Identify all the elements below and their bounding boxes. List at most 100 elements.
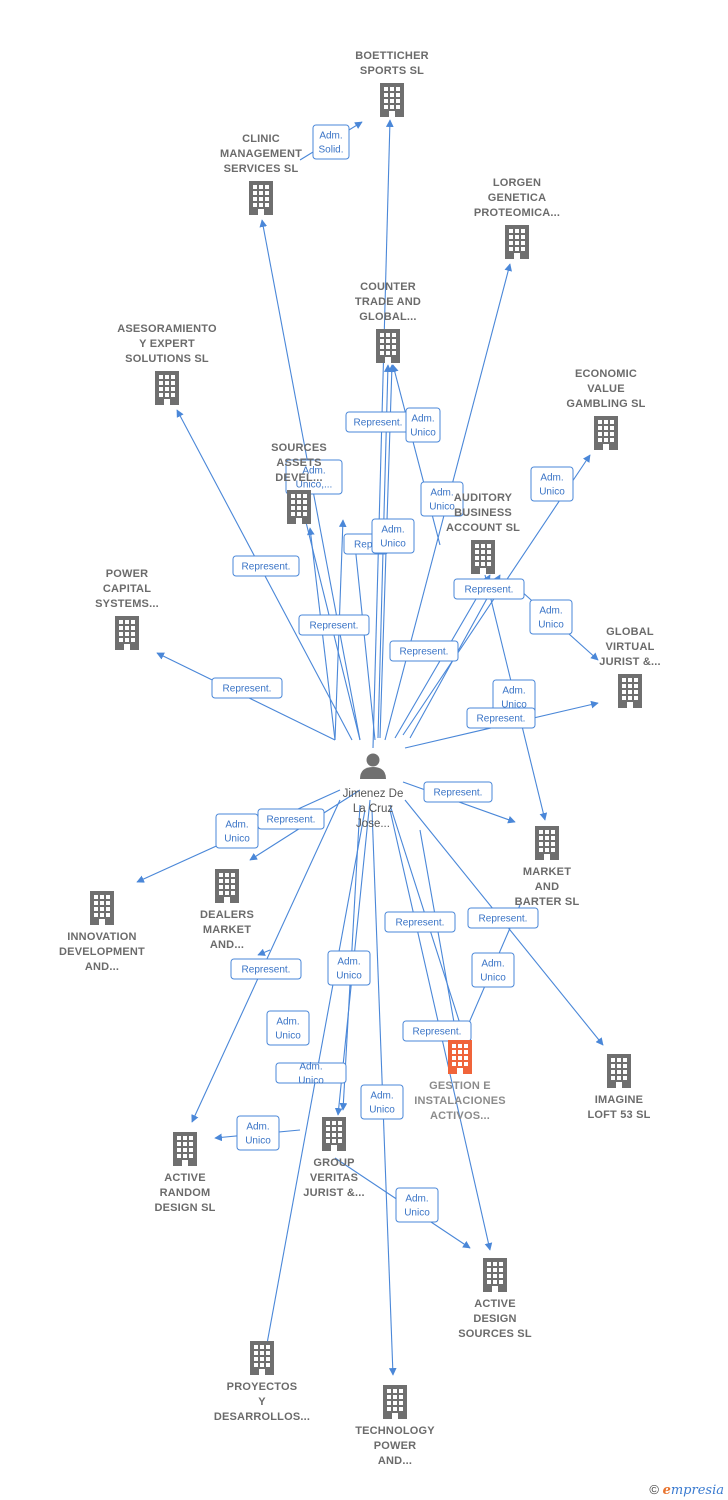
role-label: Unico bbox=[429, 502, 455, 513]
role-badge[interactable]: Represent. bbox=[423, 781, 493, 803]
role-label: Represent. bbox=[223, 684, 272, 695]
role-badge[interactable]: Represent. bbox=[230, 958, 302, 980]
company-node-power[interactable]: POWERCAPITALSYSTEMS... bbox=[95, 568, 159, 650]
role-badge[interactable]: Adm.Unico,... bbox=[285, 459, 343, 495]
role-label: Adm. bbox=[539, 606, 562, 617]
role-badge[interactable]: Represent. bbox=[298, 614, 370, 636]
role-badge[interactable]: Adm.Unico bbox=[371, 518, 415, 554]
role-label: Represent. bbox=[396, 918, 445, 929]
company-label: AUDITORY bbox=[454, 492, 513, 504]
company-label: ACCOUNT SL bbox=[446, 522, 520, 534]
role-label: Unico bbox=[298, 1076, 324, 1087]
company-label: DEALERS bbox=[200, 909, 254, 921]
building-icon bbox=[173, 1132, 197, 1166]
role-badge[interactable]: Adm.Unico bbox=[275, 1062, 347, 1087]
role-badge[interactable]: Represent. bbox=[345, 411, 411, 433]
role-badge[interactable]: Represent. bbox=[257, 808, 325, 830]
building-icon bbox=[607, 1054, 631, 1088]
company-label: VIRTUAL bbox=[605, 641, 654, 653]
company-node-technology[interactable]: TECHNOLOGYPOWERAND... bbox=[355, 1385, 435, 1467]
nodes-layer: BOETTICHER SPORTS SL CLINICMANAGEMENTSERVI… bbox=[59, 50, 661, 1467]
company-node-sources[interactable]: SOURCESASSETSDEVEL... bbox=[271, 442, 327, 524]
building-icon bbox=[115, 616, 139, 650]
building-icon bbox=[249, 181, 273, 215]
role-box bbox=[327, 950, 371, 986]
role-badge[interactable]: Adm.Solid. bbox=[312, 124, 350, 160]
building-icon bbox=[155, 371, 179, 405]
role-badge[interactable]: Adm.Unico bbox=[405, 407, 441, 443]
company-label: RANDOM bbox=[160, 1187, 211, 1199]
role-badge[interactable]: Represent. bbox=[453, 578, 525, 600]
building-icon bbox=[594, 416, 618, 450]
role-badge[interactable]: Adm.Unico bbox=[215, 813, 259, 849]
role-box bbox=[360, 1084, 404, 1120]
company-node-innovation[interactable]: INNOVATIONDEVELOPMENTAND... bbox=[59, 891, 145, 973]
company-node-proyectos[interactable]: PROYECTOSYDESARROLLOS... bbox=[214, 1341, 310, 1423]
company-label: PROTEOMICA... bbox=[474, 207, 560, 219]
building-icon bbox=[322, 1117, 346, 1151]
role-badge[interactable]: Adm.Unico bbox=[236, 1115, 280, 1151]
copyright-symbol: © bbox=[649, 1482, 659, 1497]
role-badge[interactable]: Represent. bbox=[389, 640, 459, 662]
role-badge[interactable]: Adm.Unico bbox=[266, 1010, 310, 1046]
role-badge[interactable]: Represent. bbox=[402, 1020, 472, 1042]
company-label: BOETTICHER bbox=[355, 50, 429, 62]
role-box bbox=[230, 958, 302, 980]
company-label: TRADE AND bbox=[355, 296, 421, 308]
role-badge[interactable]: Adm.Unico bbox=[530, 466, 574, 502]
building-icon bbox=[383, 1385, 407, 1419]
company-node-gestion[interactable]: GESTION EINSTALACIONESACTIVOS... bbox=[414, 1040, 506, 1122]
role-badge[interactable]: Adm.Unico bbox=[471, 952, 515, 988]
company-label: MARKET bbox=[203, 924, 251, 936]
role-badge[interactable]: Adm.Unico bbox=[327, 950, 371, 986]
role-badge[interactable]: Represent. bbox=[211, 677, 283, 699]
company-label: IMAGINE bbox=[595, 1094, 643, 1106]
role-badge[interactable]: Adm.Unico bbox=[395, 1187, 439, 1223]
company-label: ASESORAMIENTO bbox=[117, 323, 217, 335]
company-label: ACTIVOS... bbox=[430, 1110, 490, 1122]
role-box bbox=[285, 459, 343, 495]
role-badge[interactable]: Adm.Unico bbox=[420, 481, 464, 517]
role-badge[interactable]: Represent. bbox=[232, 555, 300, 577]
company-node-boetticher[interactable]: BOETTICHER SPORTS SL bbox=[355, 50, 429, 117]
empresia-logo[interactable]: empresia bbox=[662, 1483, 724, 1498]
company-label: INSTALACIONES bbox=[414, 1095, 506, 1107]
role-label: Unico bbox=[539, 487, 565, 498]
company-label: COUNTER bbox=[360, 281, 416, 293]
role-box bbox=[298, 614, 370, 636]
role-badge[interactable]: Adm.Unico bbox=[529, 599, 573, 635]
building-icon bbox=[215, 869, 239, 903]
building-icon bbox=[618, 674, 642, 708]
role-badge[interactable]: Represent. bbox=[384, 911, 456, 933]
company-node-lorgen[interactable]: LORGENGENETICAPROTEOMICA... bbox=[474, 177, 560, 259]
role-badge[interactable]: Adm.Unico bbox=[360, 1084, 404, 1120]
relationship-edge bbox=[257, 948, 271, 956]
company-label: MANAGEMENT bbox=[220, 148, 302, 160]
company-label: JURIST &... bbox=[303, 1187, 365, 1199]
company-label: MARKET bbox=[523, 866, 571, 878]
company-node-dealers[interactable]: DEALERSMARKETAND... bbox=[200, 869, 254, 951]
company-label: GAMBLING SL bbox=[566, 398, 645, 410]
role-label: Represent. bbox=[479, 914, 528, 925]
role-label: Unico bbox=[275, 1031, 301, 1042]
role-badge[interactable]: Represent. bbox=[467, 907, 539, 929]
company-label: BARTER SL bbox=[515, 896, 580, 908]
role-box bbox=[312, 124, 350, 160]
role-badge[interactable]: Represent. bbox=[466, 707, 536, 729]
person-icon bbox=[360, 753, 386, 779]
company-label: SPORTS SL bbox=[360, 65, 424, 77]
company-label: Y bbox=[258, 1396, 266, 1408]
building-icon bbox=[471, 540, 495, 574]
